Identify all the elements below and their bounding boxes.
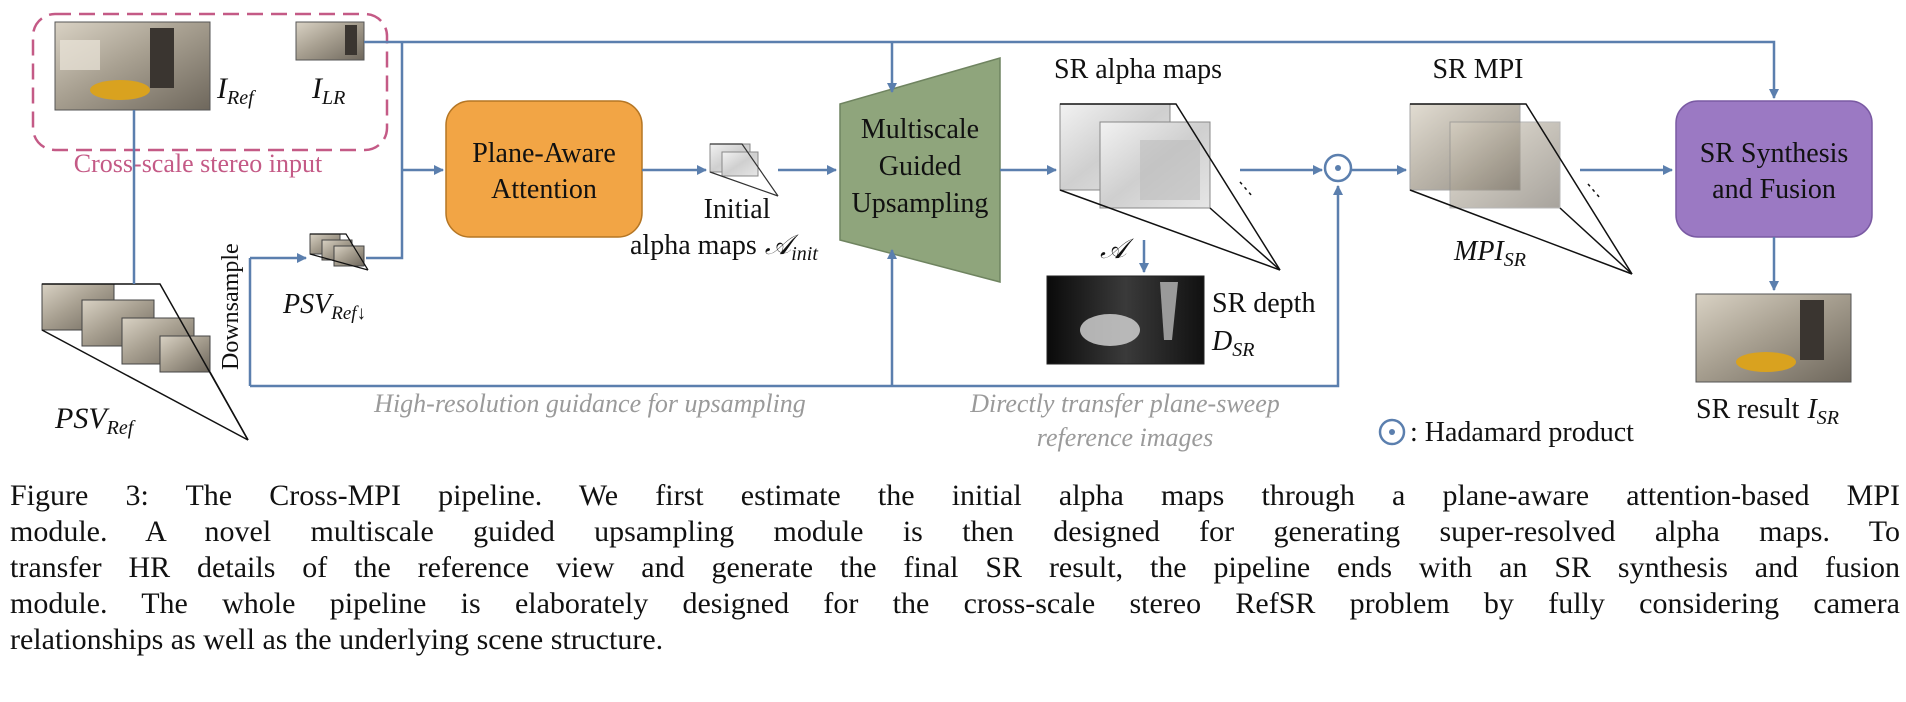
pipeline-diagram: IRef ILR Cross-scale stereo input PSVRef… bbox=[31, 12, 1873, 452]
initial-label: Initial bbox=[704, 194, 771, 225]
hr-guidance-label: High-resolution guidance for upsampling bbox=[373, 389, 806, 418]
psv-ref-downsampled-stack bbox=[309, 233, 369, 271]
transfer-line2: reference images bbox=[1037, 423, 1213, 452]
psv-ref-down-label: PSVRef↓ bbox=[282, 289, 366, 324]
hadamard-legend-label: : Hadamard product bbox=[1410, 417, 1634, 448]
sr-synthesis-fusion-block bbox=[1675, 100, 1873, 238]
plane-aware-line1: Plane-Aware bbox=[472, 138, 616, 169]
initial-alpha-maps-thumbnail bbox=[709, 143, 779, 197]
multiscale-line1: Multiscale bbox=[861, 114, 979, 145]
psv-ref-stack bbox=[41, 283, 249, 441]
sr-depth-symbol: DSR bbox=[1211, 326, 1254, 361]
synthesis-line1: SR Synthesis bbox=[1700, 138, 1849, 169]
sr-alpha-maps-label: SR alpha maps bbox=[1054, 54, 1222, 85]
multiscale-line2: Guided bbox=[879, 151, 961, 182]
caption-line-5: relationships as well as the underlying … bbox=[10, 623, 664, 656]
connector-lines bbox=[132, 40, 1779, 388]
input-group-label: Cross-scale stereo input bbox=[74, 149, 323, 178]
caption-line-3: transfer HR details of the reference vie… bbox=[10, 551, 1900, 584]
mpi-sr-label: MPISR bbox=[1453, 236, 1526, 271]
sr-alpha-maps-stack bbox=[1059, 103, 1281, 271]
plane-aware-attention-block bbox=[445, 100, 643, 238]
input-group-box bbox=[31, 12, 389, 152]
caption-line-4: module. The whole pipeline is elaboratel… bbox=[10, 587, 1900, 620]
synthesis-line2: and Fusion bbox=[1712, 174, 1836, 205]
multiscale-line3: Upsampling bbox=[852, 188, 989, 219]
sr-mpi-stack bbox=[1409, 103, 1633, 275]
sr-result-image bbox=[1695, 293, 1852, 383]
low-resolution-image-thumbnail bbox=[295, 21, 365, 61]
psv-ref-label: PSVRef bbox=[54, 402, 136, 439]
a-symbol-label: 𝒜 bbox=[1100, 234, 1134, 265]
figure-caption: Figure 3: The Cross-MPI pipeline. We fir… bbox=[10, 478, 1900, 658]
plane-aware-line2: Attention bbox=[491, 174, 597, 205]
reference-image-thumbnail bbox=[54, 21, 211, 111]
downsample-label: Downsample bbox=[218, 243, 244, 370]
multiscale-guided-upsampling-block bbox=[839, 57, 1001, 283]
sr-mpi-label: SR MPI bbox=[1432, 54, 1523, 85]
sr-depth-map-image bbox=[1046, 275, 1205, 365]
i-lr-label: ILR bbox=[311, 72, 345, 109]
i-ref-label: IRef bbox=[216, 72, 256, 109]
sr-depth-label: SR depth bbox=[1212, 288, 1315, 319]
caption-line-2: module. A novel multiscale guided upsamp… bbox=[10, 515, 1900, 548]
caption-line-1: Figure 3: The Cross-MPI pipeline. We fir… bbox=[10, 479, 1900, 512]
transfer-line1: Directly transfer plane-sweep bbox=[969, 389, 1280, 418]
hadamard-legend: : Hadamard product bbox=[1378, 417, 1634, 448]
